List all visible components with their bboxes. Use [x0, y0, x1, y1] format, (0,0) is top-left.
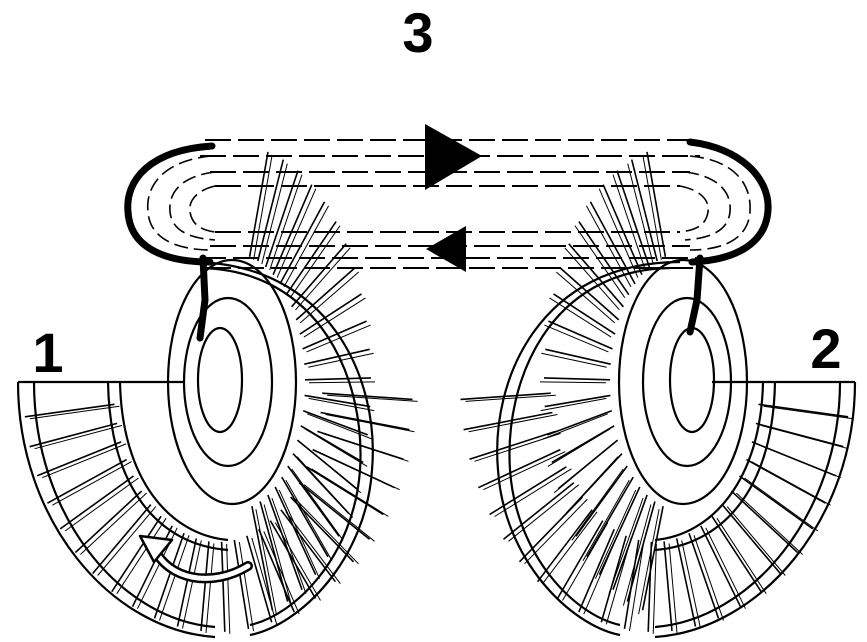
blade-line	[25, 404, 115, 417]
blade-line	[222, 542, 225, 632]
blade-line	[264, 531, 299, 614]
impeller-hub-ring-outer	[168, 260, 296, 504]
blade-line	[75, 491, 141, 552]
vane-line	[552, 426, 614, 463]
blade-line	[321, 413, 410, 430]
blade-line	[178, 539, 197, 627]
blade-line	[30, 423, 118, 446]
vane-line	[309, 382, 375, 383]
blade-line	[312, 469, 389, 517]
right-shell-outline	[690, 142, 768, 262]
blade-line	[689, 533, 719, 618]
impeller-vanes	[250, 152, 375, 614]
vane-line	[540, 382, 606, 383]
blade-line	[478, 450, 560, 488]
blade-line	[701, 526, 741, 607]
blade-line	[470, 431, 556, 459]
vane-line	[643, 506, 664, 610]
blade-line	[495, 469, 572, 517]
blade-line	[42, 444, 126, 478]
fluid-flow-loop	[128, 124, 768, 272]
blade-line	[712, 516, 761, 592]
blade-line	[504, 483, 574, 540]
blade-line	[464, 413, 553, 430]
turbine-front-blades	[461, 393, 854, 634]
turbine-wheel	[461, 152, 856, 637]
vane-line	[545, 395, 611, 406]
triangle-right-icon	[425, 124, 482, 190]
label-turbine: 2	[810, 317, 841, 380]
blade-line	[80, 493, 146, 554]
blade-line	[682, 541, 701, 629]
impeller-neck	[200, 258, 205, 338]
vane-line	[252, 506, 273, 610]
blade-line	[475, 433, 561, 461]
vane-line	[544, 378, 610, 380]
label-flow: 3	[402, 1, 433, 64]
blade-line	[740, 476, 813, 529]
vane-line	[309, 398, 375, 410]
vane-line	[250, 152, 268, 257]
blade-line	[677, 539, 696, 627]
vane-line	[647, 152, 665, 257]
blade-line	[745, 478, 818, 531]
blade-line	[291, 497, 354, 562]
blade-line	[664, 541, 672, 631]
blade-line	[483, 452, 565, 490]
vane-line	[545, 349, 610, 364]
blade-line	[183, 541, 202, 629]
vane-line	[541, 398, 607, 410]
blade-line	[227, 544, 230, 634]
blade-line	[543, 512, 598, 584]
blade-line	[286, 512, 341, 584]
blade-line	[37, 442, 121, 476]
turbine-vanes	[540, 152, 665, 614]
blade-line	[30, 406, 120, 419]
blade-line	[275, 523, 320, 601]
blade-line	[60, 476, 133, 529]
blade-line	[694, 535, 724, 620]
blade-line	[35, 425, 123, 448]
turbine-neck	[690, 258, 700, 332]
blade-line	[509, 485, 579, 542]
label-impeller: 1	[32, 321, 63, 384]
turbine-hub-core	[670, 328, 714, 432]
blade-line	[736, 493, 802, 554]
left-shell-outline	[128, 146, 212, 262]
impeller-hub-core	[198, 328, 242, 432]
vane-line	[270, 175, 302, 270]
blade-line	[727, 507, 785, 576]
blade-line	[538, 510, 593, 582]
impeller-wheel	[18, 152, 418, 637]
vane-line	[613, 175, 645, 270]
blade-line	[731, 491, 797, 552]
blade-line	[717, 518, 766, 594]
blade-line	[52, 462, 131, 506]
